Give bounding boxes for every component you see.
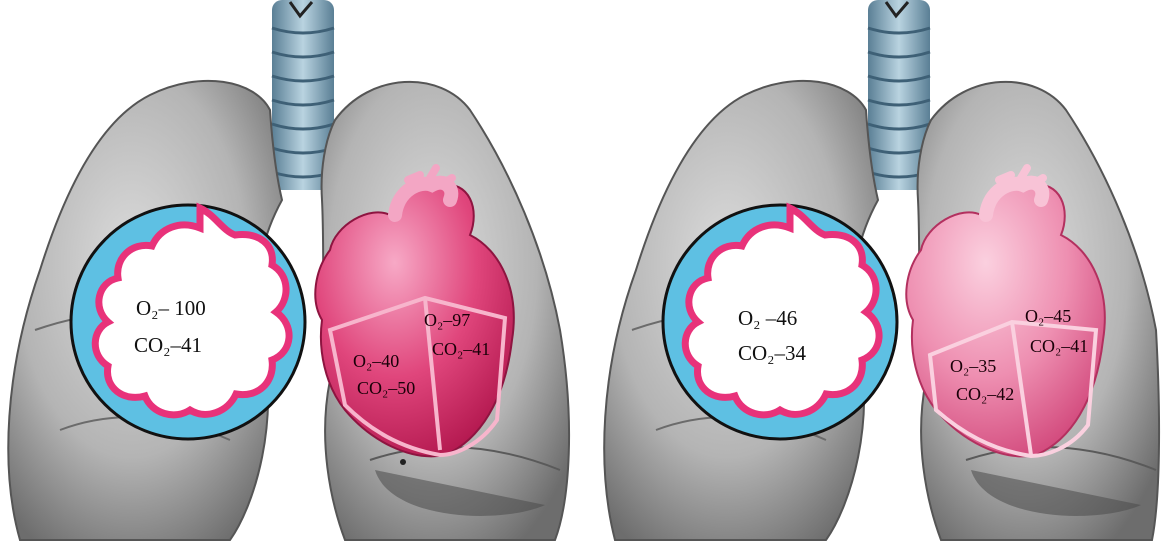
right-chamber-1-o2: O₂–97 [424,310,470,330]
alveolus-2-co2: CO₂–34 [738,341,806,365]
right-chamber-2-co2: CO₂–41 [1030,336,1088,356]
right-chamber-2-o2: O₂–45 [1025,306,1071,326]
left-chamber-1-co2: CO₂–50 [357,378,415,398]
panel-1: O₂– 100 CO₂–41 O₂–40 CO₂–50 O₂–97 CO₂–41 [8,0,569,540]
left-chamber-2-o2: O₂–35 [950,356,996,376]
alveolus-1: O₂– 100 CO₂–41 [71,205,305,439]
alveolus-1-co2: CO₂–41 [134,333,202,357]
alveolus-2-o2: O₂ –46 [738,306,797,330]
alveolus-2: O₂ –46 CO₂–34 [663,205,897,439]
left-chamber-1-o2: O₂–40 [353,351,399,371]
alveolus-1-o2: O₂– 100 [136,296,206,320]
right-chamber-1-co2: CO₂–41 [432,339,490,359]
left-chamber-2-co2: CO₂–42 [956,384,1014,404]
panel-2: O₂ –46 CO₂–34 O₂–35 CO₂–42 O₂–45 CO₂–41 [604,0,1159,540]
